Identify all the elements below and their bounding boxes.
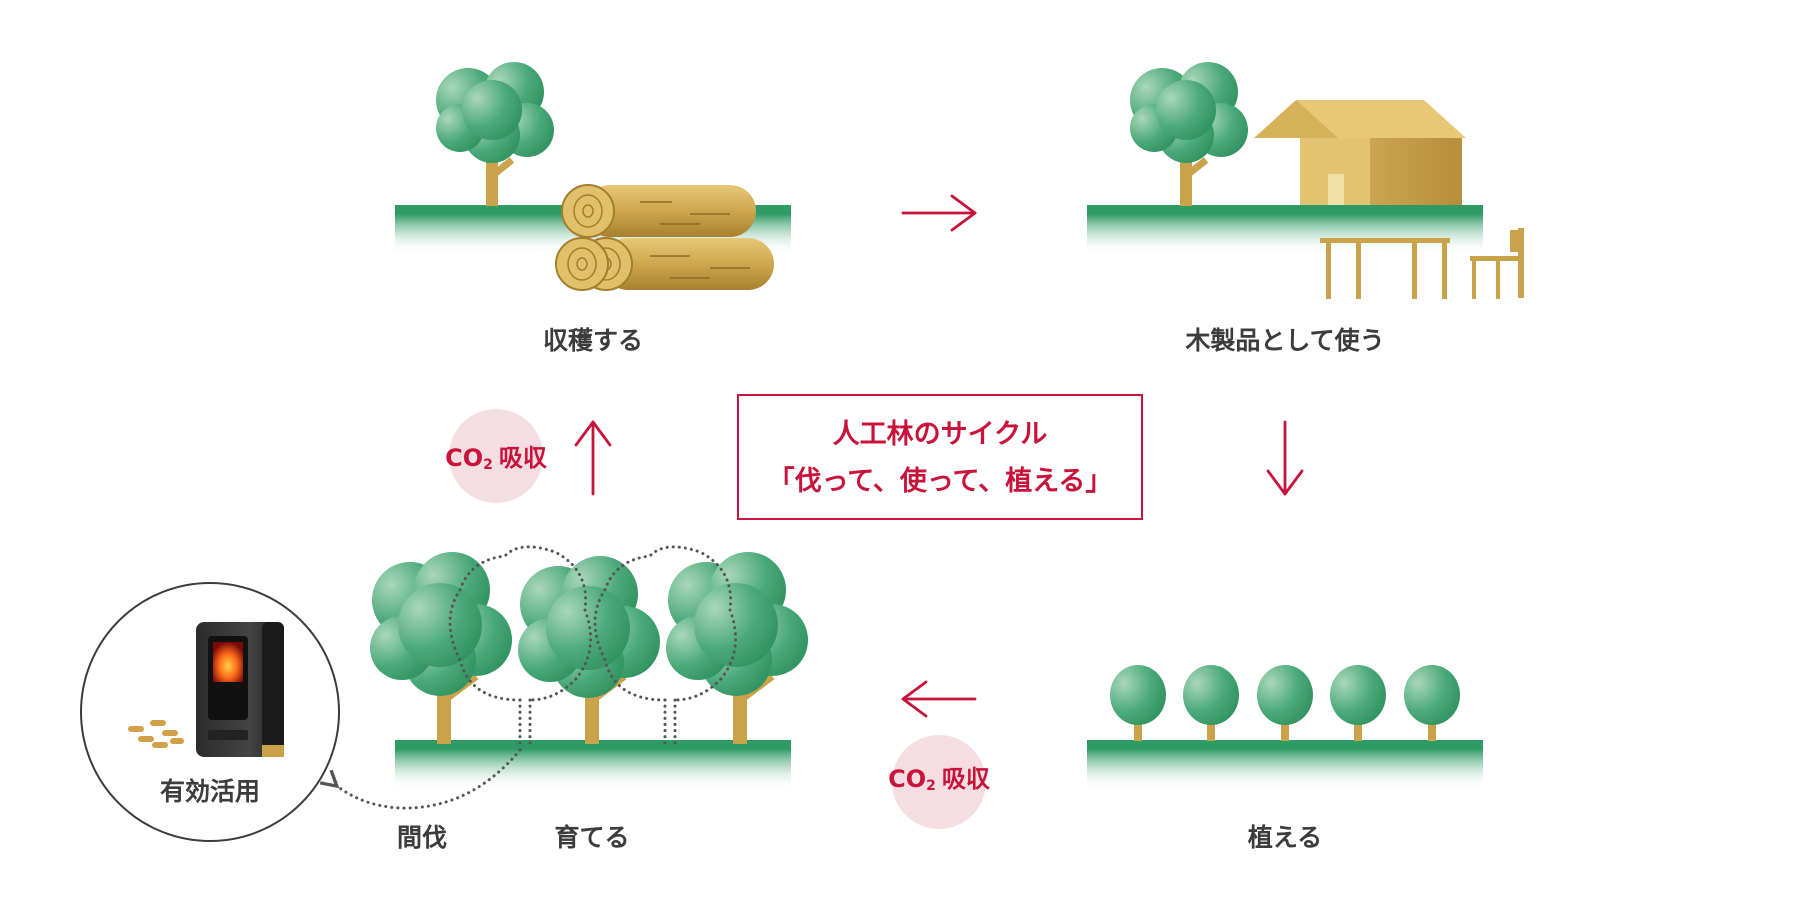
- stage-label-plant: 植える: [1248, 823, 1322, 852]
- co2-main: CO: [888, 765, 926, 793]
- center-title-box: 人工林のサイクル 「伐って、使って、植える」: [737, 394, 1143, 520]
- logs-icon: [555, 184, 774, 291]
- ground-strip: [1087, 205, 1483, 255]
- center-title-line2: 「伐って、使って、植える」: [768, 465, 1113, 497]
- tree-icon: [666, 552, 808, 744]
- co2-tail: 吸収: [499, 444, 548, 472]
- thinned-tree-outline: [448, 545, 738, 746]
- cycle-arrows: [574, 194, 1304, 718]
- pellet-stove-icon: [196, 622, 284, 757]
- arrow-down-icon: [1266, 420, 1304, 496]
- co2-sub: 2: [483, 457, 493, 473]
- growing-scene: 間伐 育てる: [319, 545, 808, 852]
- center-title-line1: 人工林のサイクル: [833, 419, 1048, 450]
- tree-icon: [370, 552, 512, 744]
- stage-label-thinning: 間伐: [397, 823, 447, 852]
- chair-icon: [1470, 228, 1524, 299]
- effective-use-label: 有効活用: [160, 777, 260, 806]
- co2-tail: 吸収: [942, 765, 991, 793]
- sapling-icon: [1330, 665, 1386, 741]
- sapling-icon: [1110, 665, 1166, 741]
- stage-label-grow: 育てる: [554, 823, 629, 852]
- arrow-left-icon: [901, 680, 977, 718]
- stage-label-use-wood: 木製品として使う: [1184, 326, 1384, 355]
- co2-badge-bottom: CO2 吸収: [888, 735, 991, 829]
- tree-icon: [1130, 62, 1248, 206]
- arrow-up-icon: [574, 420, 612, 496]
- house-icon: [1254, 100, 1466, 205]
- sapling-icon: [1404, 665, 1460, 741]
- co2-main: CO: [445, 444, 483, 472]
- co2-sub: 2: [926, 778, 936, 794]
- table-icon: [1320, 238, 1450, 299]
- effective-use-panel: 有効活用: [80, 582, 340, 842]
- ground-strip: [395, 740, 791, 790]
- co2-badge-left: CO2 吸収: [445, 409, 548, 503]
- tree-icon: [436, 62, 554, 206]
- wood-products-scene: 木製品として使う: [1087, 62, 1524, 355]
- harvest-scene: 収穫する: [395, 62, 791, 355]
- ground-strip: [1087, 740, 1483, 790]
- arrow-right-icon: [901, 194, 977, 232]
- wood-pellets-icon: [128, 720, 184, 748]
- planting-scene: 植える: [1087, 665, 1483, 852]
- sapling-icon: [1257, 665, 1313, 741]
- tree-icon: [518, 556, 660, 744]
- stage-label-harvest: 収穫する: [543, 326, 643, 355]
- sapling-icon: [1183, 665, 1239, 741]
